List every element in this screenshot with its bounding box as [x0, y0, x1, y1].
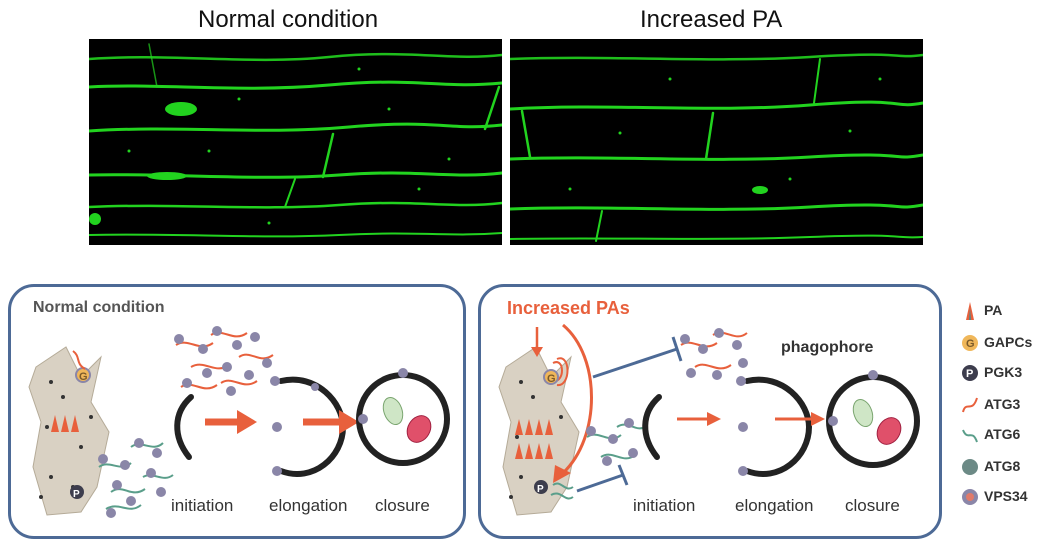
inhibition-atg3 [592, 347, 678, 379]
svg-text:P: P [537, 484, 544, 495]
mitochondrion-icon [876, 417, 902, 445]
atg3-cluster [680, 328, 748, 380]
autophagosome [826, 374, 920, 468]
svg-text:G: G [966, 338, 975, 350]
stage-elongation: elongation [269, 496, 347, 515]
stage-initiation: initiation [633, 496, 695, 515]
gapc-icon: G [962, 335, 978, 351]
schematic-increased: Increased PAs phagophore G P [498, 298, 920, 516]
phagophore-label: phagophore [781, 339, 874, 356]
autophagosome [356, 372, 450, 466]
fluorescence-image-increased-pa [510, 53, 923, 242]
atg6-cluster [586, 418, 648, 466]
svg-text:G: G [79, 371, 88, 383]
vps34-icon [962, 489, 978, 505]
panel-heading: Normal condition [33, 299, 165, 316]
pa-icon [966, 302, 974, 320]
stage-closure: closure [375, 496, 430, 515]
svg-text:P: P [73, 489, 80, 500]
pa-cluster-increased [515, 419, 553, 459]
left-image-title: Normal condition [198, 6, 379, 33]
inhibition-atg6 [576, 473, 624, 493]
right-image-title: Increased PA [640, 6, 783, 33]
fluorescence-image-normal [89, 43, 502, 238]
pgk3-icon [70, 485, 84, 499]
mitochondrion-icon [406, 415, 432, 443]
cargo-icon [852, 398, 874, 428]
atg3-cluster [174, 326, 274, 396]
pgk3-icon: P [962, 365, 978, 381]
panel-heading: Increased PAs [507, 298, 630, 318]
panel-increased-pas: Increased PAs phagophore G P [478, 284, 942, 539]
pa-feedback-arrow [561, 323, 593, 475]
cell-body [28, 346, 110, 516]
elongation-membrane [744, 376, 813, 477]
initiation-membrane [174, 394, 194, 460]
atg3-icon [962, 397, 978, 413]
atg6-icon [962, 429, 978, 443]
atg6-cluster [98, 438, 174, 518]
atg8-icon [962, 459, 978, 475]
svg-text:G: G [547, 373, 556, 385]
gapc-icon [543, 369, 559, 385]
schematic-normal: Normal condition G P [28, 299, 450, 518]
initiation-membrane [642, 394, 662, 460]
pgk3-icon [534, 480, 548, 494]
elongation-membrane [278, 376, 347, 477]
svg-text:P: P [966, 368, 973, 380]
pa-cluster [51, 415, 79, 432]
stage-closure: closure [845, 496, 900, 515]
cargo-icon [382, 396, 404, 426]
stage-elongation: elongation [735, 496, 813, 515]
micrograph-increased-pa [510, 39, 923, 245]
panel-normal-condition: Normal condition G P [8, 284, 466, 539]
stage-initiation: initiation [171, 496, 233, 515]
micrograph-normal [89, 39, 502, 245]
